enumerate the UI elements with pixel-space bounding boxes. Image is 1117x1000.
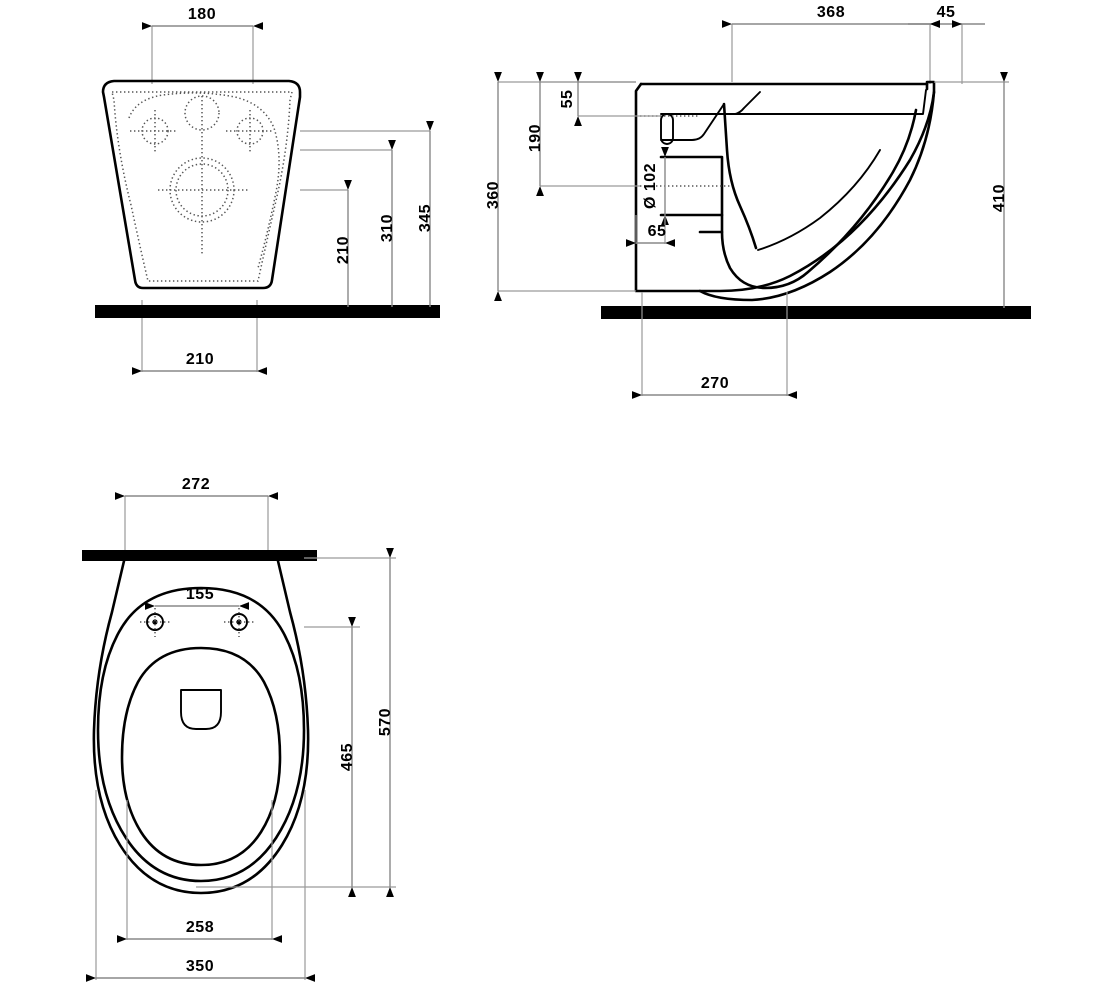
dim-plan-272-label: 272 xyxy=(182,476,210,493)
side-bowl-lower-curve xyxy=(720,108,918,290)
dim-plan-350-label: 350 xyxy=(186,958,214,975)
front-ext-lines xyxy=(141,26,258,372)
plan-left-seat-hole xyxy=(146,613,164,631)
dim-front-210-width: 210 xyxy=(132,351,267,375)
dim-front-345: 345 xyxy=(417,121,434,317)
dim-front-210-height-label: 210 xyxy=(335,236,352,264)
plan-rim-outline xyxy=(96,586,306,883)
dim-side-360: 360 xyxy=(485,72,502,301)
plan-right-seat-hole-center xyxy=(236,619,242,625)
front-elevation-view: 180 xyxy=(95,6,440,375)
side-bowl-wall-left xyxy=(722,102,758,250)
side-left-ext-lines xyxy=(498,81,660,292)
side-bowl-inner-profile xyxy=(659,155,724,217)
front-pan-outline xyxy=(101,79,302,290)
dim-side-55-label: 55 xyxy=(559,90,576,109)
dim-front-210-height: 210 xyxy=(335,180,352,317)
side-rim-inner-ledge xyxy=(734,89,927,115)
plan-bowl-outline xyxy=(120,646,282,867)
dim-side-360-label: 360 xyxy=(485,181,502,209)
side-inner-shelf xyxy=(757,149,881,251)
front-vert-ext-lines xyxy=(300,130,430,191)
dim-plan-272: 272 xyxy=(115,476,278,556)
plan-flush-opening xyxy=(180,689,222,730)
side-rim-underside xyxy=(660,91,761,115)
dim-front-310: 310 xyxy=(379,140,396,317)
dim-side-190-label: 190 xyxy=(527,124,544,152)
dim-front-180-label: 180 xyxy=(188,6,216,23)
side-elevation-view: 368 45 xyxy=(485,4,1031,399)
dim-side-102-label: Ø 102 xyxy=(642,163,659,209)
front-top-hole xyxy=(184,95,220,131)
front-outlet-outer-circle xyxy=(169,157,235,223)
plan-right-seat-hole xyxy=(230,613,248,631)
plan-wall-line xyxy=(82,550,317,561)
front-hidden-body-outline xyxy=(111,91,293,282)
side-wall-line xyxy=(601,306,1031,319)
dim-plan-258: 258 xyxy=(117,800,282,943)
dim-plan-258-label: 258 xyxy=(186,919,214,936)
front-right-fixing-hole xyxy=(236,117,264,145)
front-center-lines xyxy=(130,96,274,255)
front-outlet-inner-circle xyxy=(175,163,229,217)
dim-side-65-label: 65 xyxy=(648,223,667,240)
dim-plan-155: 155 xyxy=(145,586,249,610)
side-flush-inlet-slot xyxy=(660,113,674,145)
plan-view: 272 155 xyxy=(82,476,396,982)
dim-plan-465: 465 xyxy=(339,617,356,897)
dim-side-65: 65 xyxy=(626,215,675,247)
side-bowl-section xyxy=(660,103,725,141)
dim-side-45-label: 45 xyxy=(937,4,956,21)
dim-front-210-width-label: 210 xyxy=(186,351,214,368)
dim-side-270-label: 270 xyxy=(701,375,729,392)
side-outer-skirt xyxy=(698,90,936,302)
dim-side-368-label: 368 xyxy=(817,4,845,21)
dim-plan-155-label: 155 xyxy=(186,586,214,603)
dim-plan-465-label: 465 xyxy=(339,743,356,771)
dim-plan-570: 570 xyxy=(377,548,394,897)
dim-front-345-label: 345 xyxy=(417,204,434,232)
dim-front-180: 180 xyxy=(142,6,263,30)
plan-body-outline xyxy=(92,559,310,895)
dim-side-55: 55 xyxy=(559,72,582,126)
front-wall-line xyxy=(95,305,440,318)
plan-right-ext-lines xyxy=(196,557,396,888)
dim-plan-350: 350 xyxy=(86,790,315,982)
dim-side-410: 410 xyxy=(934,72,1009,318)
dim-front-310-label: 310 xyxy=(379,214,396,242)
dim-side-190: 190 xyxy=(527,72,544,196)
dim-side-368: 368 xyxy=(722,4,940,28)
dim-side-270: 270 xyxy=(632,292,797,399)
plan-left-seat-hole-center xyxy=(152,619,158,625)
plan-seat-fixing-holes xyxy=(140,608,254,637)
dim-side-410-label: 410 xyxy=(991,184,1008,212)
side-top-ext-lines xyxy=(731,24,963,84)
dim-side-102: Ø 102 xyxy=(642,147,669,225)
dim-plan-570-label: 570 xyxy=(377,708,394,736)
front-left-fixing-hole xyxy=(141,117,169,145)
dim-side-45: 45 xyxy=(908,4,985,28)
side-pan-outline xyxy=(634,80,936,293)
